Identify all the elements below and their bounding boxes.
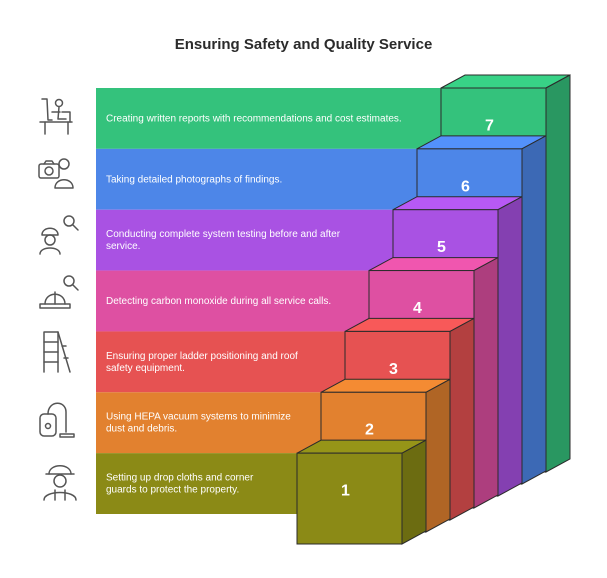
icon-column xyxy=(38,98,79,501)
step-1-side-face xyxy=(401,439,427,545)
hardhat-search-icon xyxy=(39,275,79,309)
text-bands: Creating written reports with recommenda… xyxy=(96,88,443,514)
step-3-line-1: Ensuring proper ladder positioning and r… xyxy=(106,351,298,362)
step-3-description: Ensuring proper ladder positioning and r… xyxy=(106,351,298,374)
step-1-line-1: Setting up drop cloths and corner xyxy=(106,473,254,484)
step-2-side-face xyxy=(425,378,451,533)
step-2-line-1: Using HEPA vacuum systems to minimize xyxy=(106,412,291,423)
step-7-description: Creating written reports with recommenda… xyxy=(106,113,402,124)
step-5-side-face xyxy=(497,195,523,497)
step-5-description: Conducting complete system testing befor… xyxy=(106,229,341,252)
desk-worker-icon xyxy=(39,98,73,135)
step-3-number: 3 xyxy=(389,361,398,378)
step-3-side-face xyxy=(449,317,475,521)
worker-icon xyxy=(43,465,77,501)
page-title: Ensuring Safety and Quality Service xyxy=(174,36,433,53)
staircase: 7 6 5 4 3 2 1 xyxy=(296,74,571,545)
step-5-line-1: Conducting complete system testing befor… xyxy=(106,229,341,240)
band-step-1 xyxy=(96,453,299,514)
step-4-side-face xyxy=(473,256,499,509)
band-step-7 xyxy=(96,88,443,149)
band-step-2 xyxy=(96,392,323,454)
step-2-line-2: dust and debris. xyxy=(106,424,177,435)
step-2-number: 2 xyxy=(365,422,374,439)
step-6-number: 6 xyxy=(461,178,470,195)
step-1-front-face xyxy=(296,452,403,545)
band-step-6 xyxy=(96,148,419,210)
step-1-line-2: guards to protect the property. xyxy=(106,485,239,496)
step-7-line-1: Creating written reports with recommenda… xyxy=(106,113,402,124)
ladder-icon xyxy=(43,331,71,373)
camera-person-icon xyxy=(38,158,74,189)
step-6-description: Taking detailed photographs of findings. xyxy=(106,174,282,185)
step-5-line-2: service. xyxy=(106,241,140,252)
band-step-3 xyxy=(96,331,347,393)
band-step-4 xyxy=(96,270,371,332)
step-4-line-1: Detecting carbon monoxide during all ser… xyxy=(106,296,331,307)
step-5-number: 5 xyxy=(437,239,446,256)
step-7-number: 7 xyxy=(485,117,494,134)
step-6-side-face xyxy=(521,135,547,485)
band-step-5 xyxy=(96,209,395,271)
step-3-line-2: safety equipment. xyxy=(106,363,185,374)
inspector-search-icon xyxy=(39,215,79,255)
step-4-number: 4 xyxy=(413,300,422,317)
step-block-1: 1 xyxy=(296,439,427,545)
step-4-description: Detecting carbon monoxide during all ser… xyxy=(106,296,331,307)
step-1-number: 1 xyxy=(341,483,350,500)
step-6-line-1: Taking detailed photographs of findings. xyxy=(106,174,282,185)
vacuum-icon xyxy=(39,402,75,438)
step-7-side-face xyxy=(545,74,571,473)
